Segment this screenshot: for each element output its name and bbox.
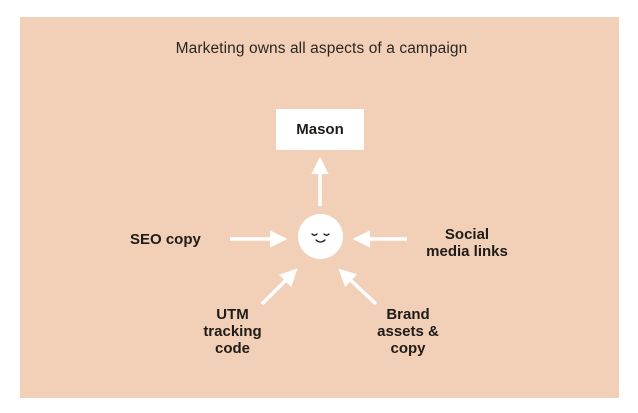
left-eye [311,233,318,236]
diagram-title: Marketing owns all aspects of a campaign [175,40,468,57]
mouth [315,239,326,243]
arrow-from-brand [338,268,378,306]
smiling-face-icon [298,214,343,259]
right-eye [323,233,330,236]
mason-box: Mason [276,109,364,150]
mason-label: Mason [296,121,344,138]
social-media-links-label: Social media links [426,226,508,260]
arrow-from-utm [260,268,298,306]
diagram-panel [20,17,619,398]
seo-copy-label: SEO copy [130,231,201,248]
face-features [311,233,330,243]
utm-tracking-code-label: UTM tracking code [203,306,262,357]
brand-assets-copy-label: Brand assets & copy [377,306,439,357]
